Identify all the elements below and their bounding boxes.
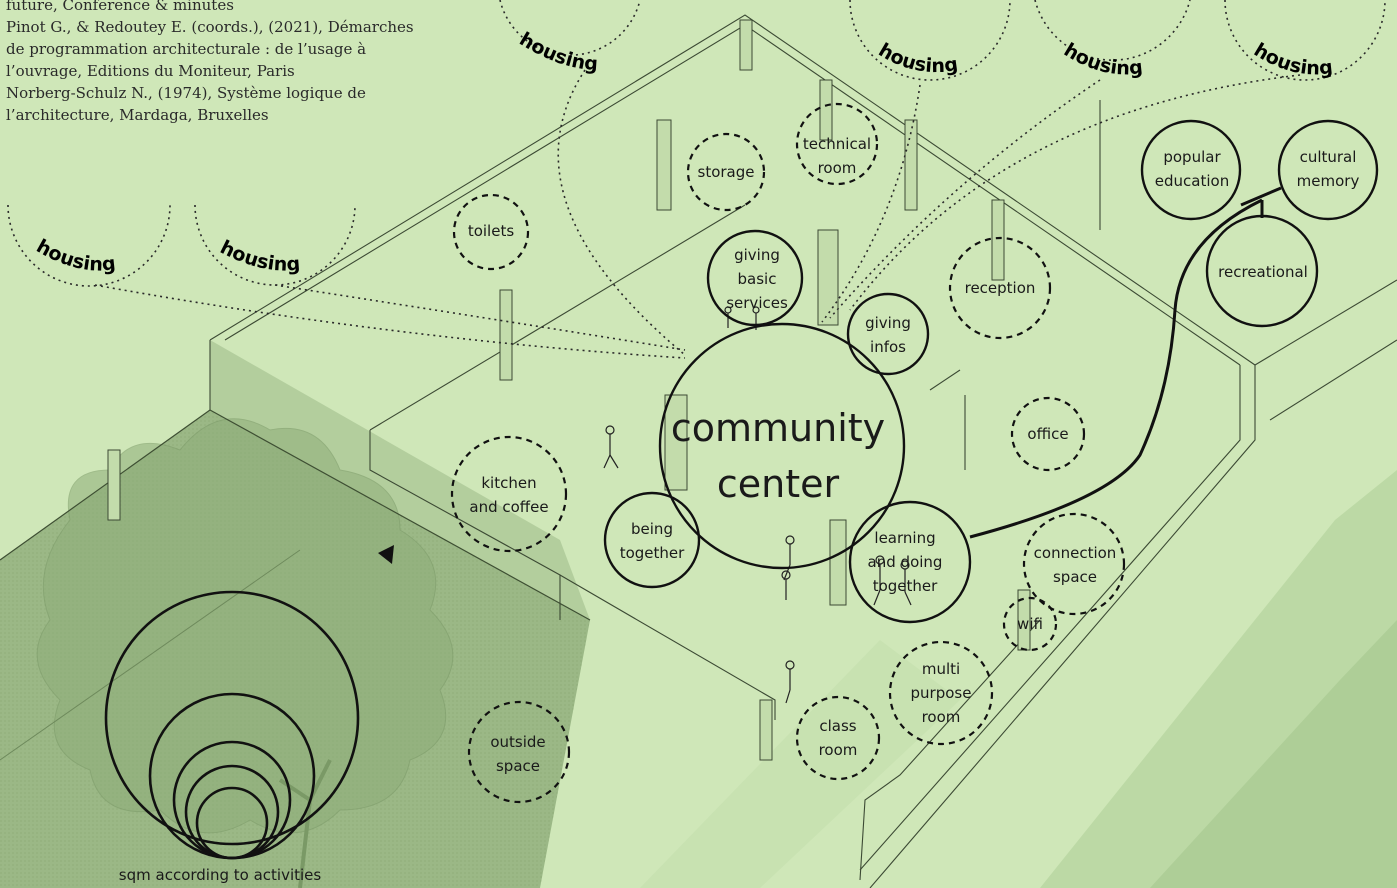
connection-circle bbox=[1022, 512, 1126, 616]
wifi-label: wifi bbox=[1017, 615, 1043, 633]
cultural-memory-circle bbox=[1277, 119, 1379, 221]
entrance-marker bbox=[378, 545, 394, 564]
wifi-circle bbox=[1002, 596, 1058, 652]
storage-label: storage bbox=[697, 163, 755, 181]
tree-canopy bbox=[36, 418, 454, 834]
housing-label: housing bbox=[217, 236, 301, 275]
toilets-circle bbox=[452, 193, 530, 271]
person-figure bbox=[783, 535, 795, 581]
reception-label: reception bbox=[964, 279, 1036, 297]
external-connector bbox=[969, 186, 1282, 539]
learning-circle bbox=[848, 500, 972, 624]
person-figure bbox=[785, 660, 795, 704]
building-walls bbox=[209, 14, 1397, 888]
activity-circles bbox=[603, 119, 1379, 624]
background-bands bbox=[640, 470, 1397, 888]
technical-room-circle bbox=[795, 102, 879, 186]
housing-label: housing bbox=[1060, 39, 1144, 80]
legend-circle-xl bbox=[104, 590, 360, 846]
recreational-label: recreational bbox=[1218, 263, 1308, 281]
housing-label: housing bbox=[875, 39, 960, 77]
legend-caption: sqm according to activities bbox=[118, 866, 322, 884]
kitchen-circle bbox=[450, 435, 568, 553]
storage-circle bbox=[686, 132, 766, 212]
person-figure bbox=[781, 570, 791, 600]
reference-line: future, Conference & minutes bbox=[6, 0, 234, 14]
reference-line: de programmation architecturale : de l’u… bbox=[6, 40, 367, 58]
outdoor-plot bbox=[0, 340, 591, 888]
classroom-circle bbox=[795, 695, 881, 781]
office-circle bbox=[1010, 396, 1086, 472]
space-circles bbox=[450, 102, 1126, 804]
reference-line: l’ouvrage, Editions du Moniteur, Paris bbox=[6, 62, 295, 80]
housing-arcs bbox=[7, 0, 1386, 287]
office-label: office bbox=[1027, 425, 1069, 443]
columns bbox=[107, 19, 1031, 761]
housing-label: housing bbox=[516, 28, 599, 75]
legend-circle-xs bbox=[195, 786, 269, 860]
community-center-label: community center bbox=[670, 406, 886, 506]
community-center-circle bbox=[658, 322, 906, 570]
reception-circle bbox=[948, 236, 1052, 340]
person-figure bbox=[873, 555, 885, 606]
outside-circle bbox=[467, 700, 571, 804]
reference-line: l’architecture, Mardaga, Bruxelles bbox=[6, 106, 269, 124]
popular-education-circle bbox=[1140, 119, 1242, 221]
being-together-circle bbox=[603, 491, 701, 589]
infos-circle bbox=[846, 292, 930, 376]
housing-label: housing bbox=[33, 235, 117, 275]
references-text: future, Conference & minutes Pinot G., &… bbox=[6, 0, 446, 126]
housing-label: housing bbox=[1250, 39, 1334, 80]
person-figure bbox=[900, 560, 912, 606]
multipurpose-circle bbox=[888, 640, 994, 746]
basic-services-circle bbox=[706, 229, 804, 327]
sqm-legend bbox=[104, 590, 360, 860]
toilets-label: toilets bbox=[467, 222, 515, 240]
person-figure bbox=[603, 425, 619, 469]
reference-line: Pinot G., & Redoutey E. (coords.), (2021… bbox=[6, 18, 414, 36]
reference-line: Norberg-Schulz N., (1974), Système logiq… bbox=[6, 84, 366, 102]
housing-links bbox=[94, 69, 1301, 359]
